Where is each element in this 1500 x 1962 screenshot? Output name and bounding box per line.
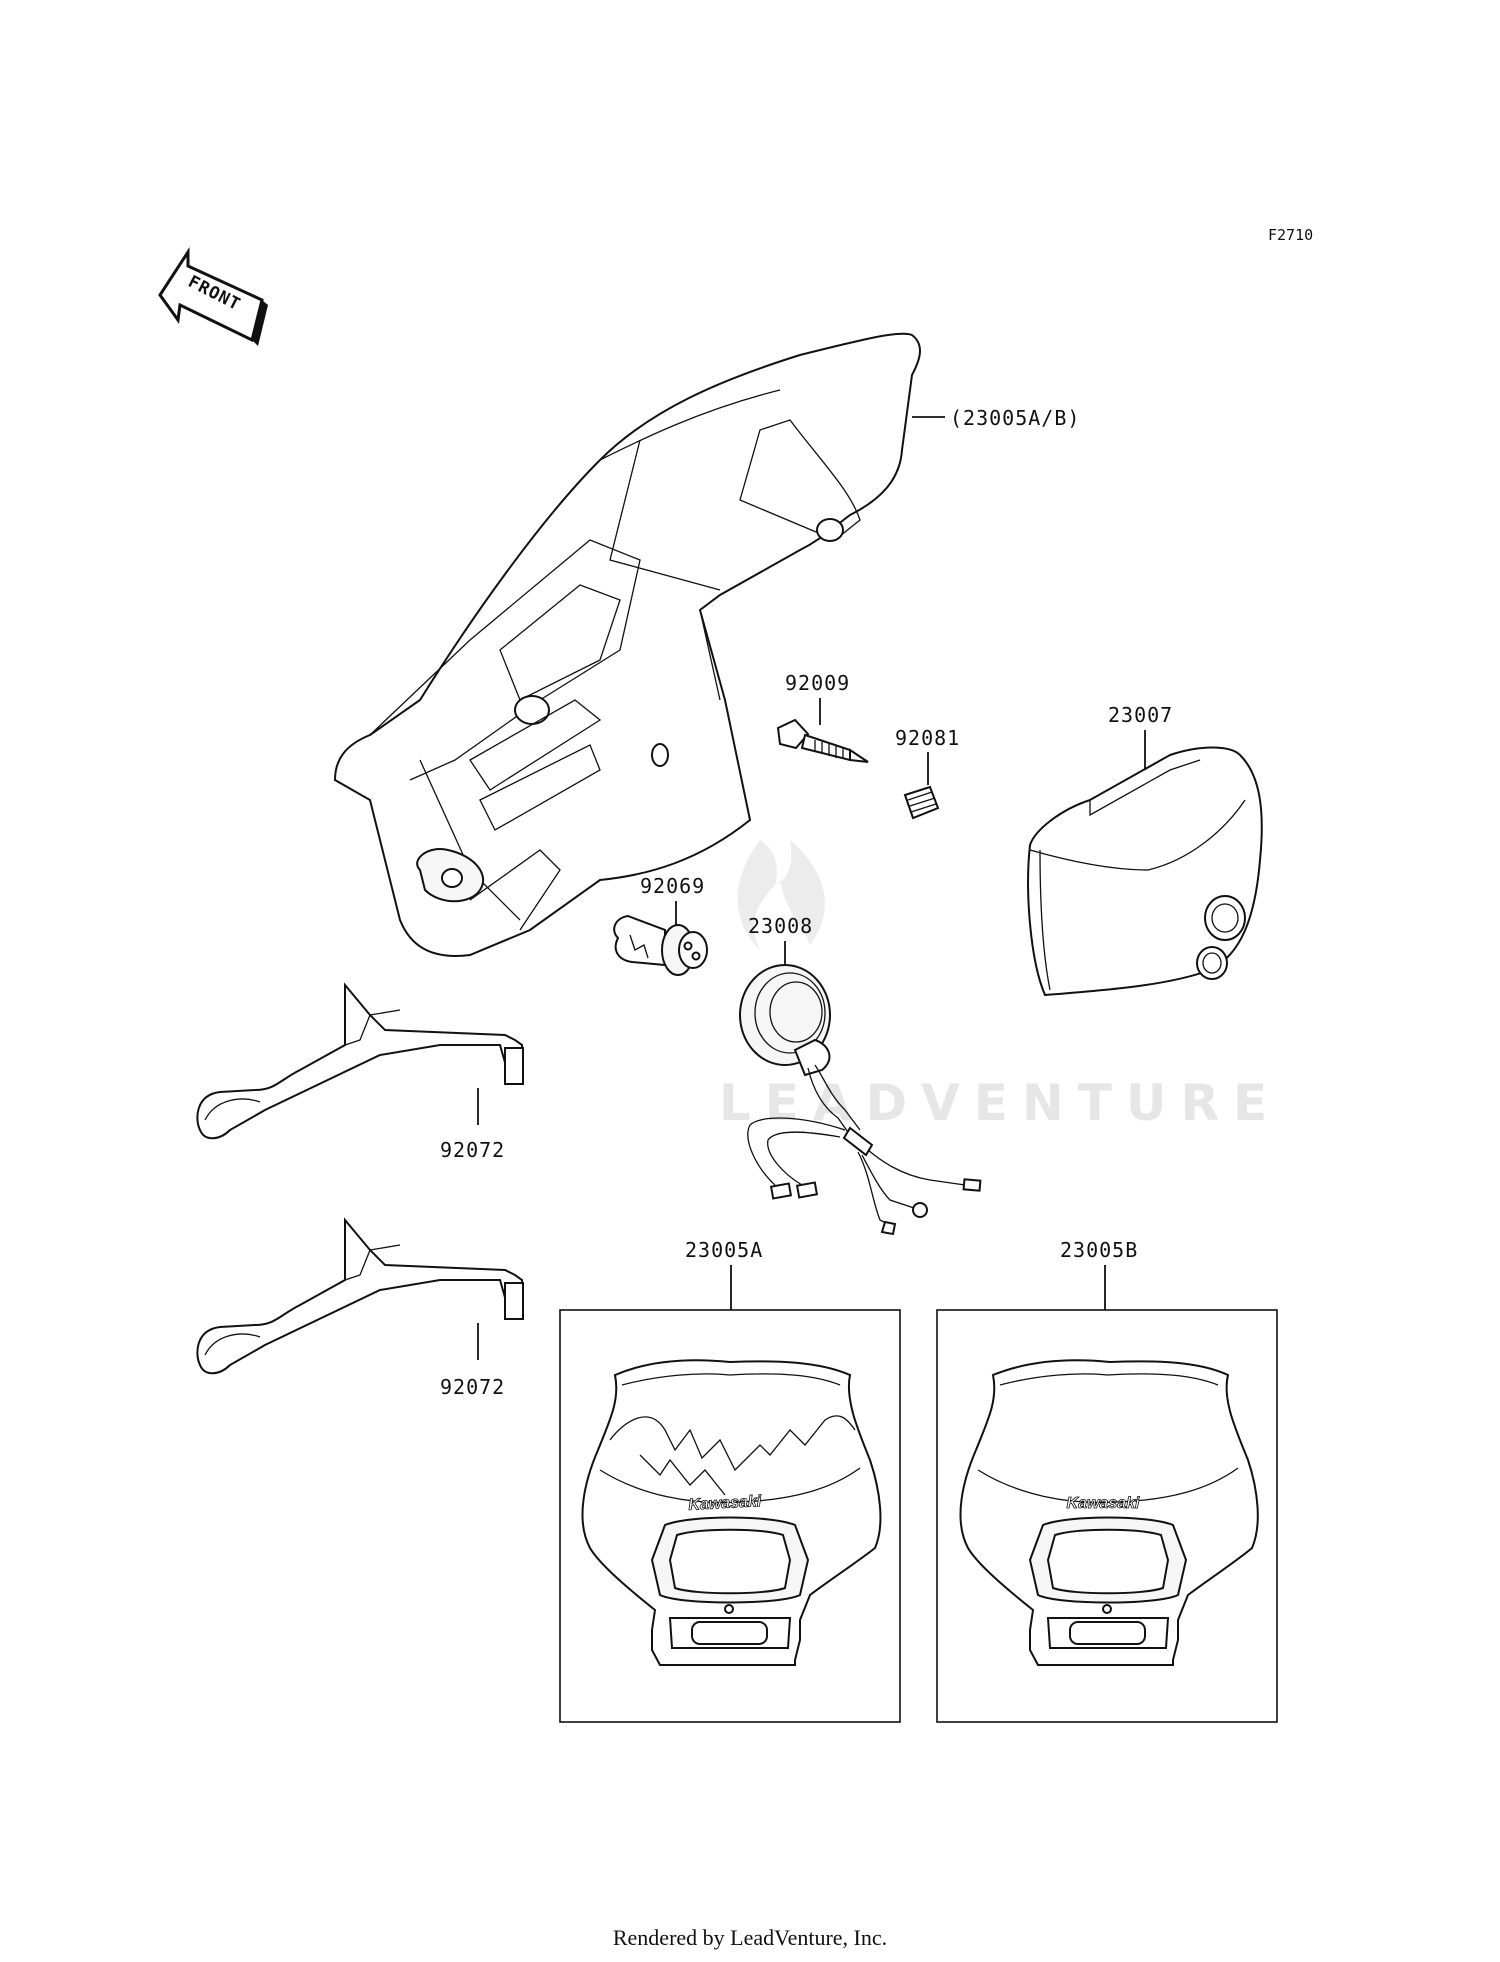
part-label-bolt: 92009 <box>785 671 850 695</box>
part-label-nut: 92081 <box>895 726 960 750</box>
variant-a-part: Kawasaki <box>581 1359 882 1666</box>
part-label-bracket-upper: 92072 <box>440 1138 505 1162</box>
part-label-lens: 23007 <box>1108 703 1173 727</box>
part-label-bracket-lower: 92072 <box>440 1375 505 1399</box>
headlight-cover-part <box>333 332 921 957</box>
brand-text: Kawasaki <box>688 1493 762 1514</box>
front-arrow-icon: FRONT <box>158 246 268 346</box>
variant-a-box <box>559 1309 901 1723</box>
lens-part <box>1027 746 1263 997</box>
part-label-cover: (23005A/B) <box>950 406 1080 430</box>
part-label-bulb: 92069 <box>640 874 705 898</box>
brand-text: Kawasaki <box>1067 1495 1140 1512</box>
bracket-lower-part <box>196 1217 524 1375</box>
part-label-variant-b: 23005B <box>1060 1238 1138 1262</box>
footer-credit: Rendered by LeadVenture, Inc. <box>613 1925 887 1950</box>
socket-part <box>739 964 982 1236</box>
bulb-part <box>613 914 708 976</box>
watermark-text: LEADVENTURE <box>719 1074 1281 1132</box>
variant-b-box <box>936 1309 1278 1723</box>
part-label-variant-a: 23005A <box>685 1238 763 1262</box>
bracket-upper-part <box>196 982 524 1140</box>
variant-b-part: Kawasaki <box>959 1359 1259 1666</box>
part-label-socket: 23008 <box>748 914 813 938</box>
figure-code: F2710 <box>1268 226 1313 244</box>
bolt-part <box>776 718 869 763</box>
nut-part <box>903 785 940 820</box>
watermark: LEADVENTURE <box>719 840 1281 1132</box>
